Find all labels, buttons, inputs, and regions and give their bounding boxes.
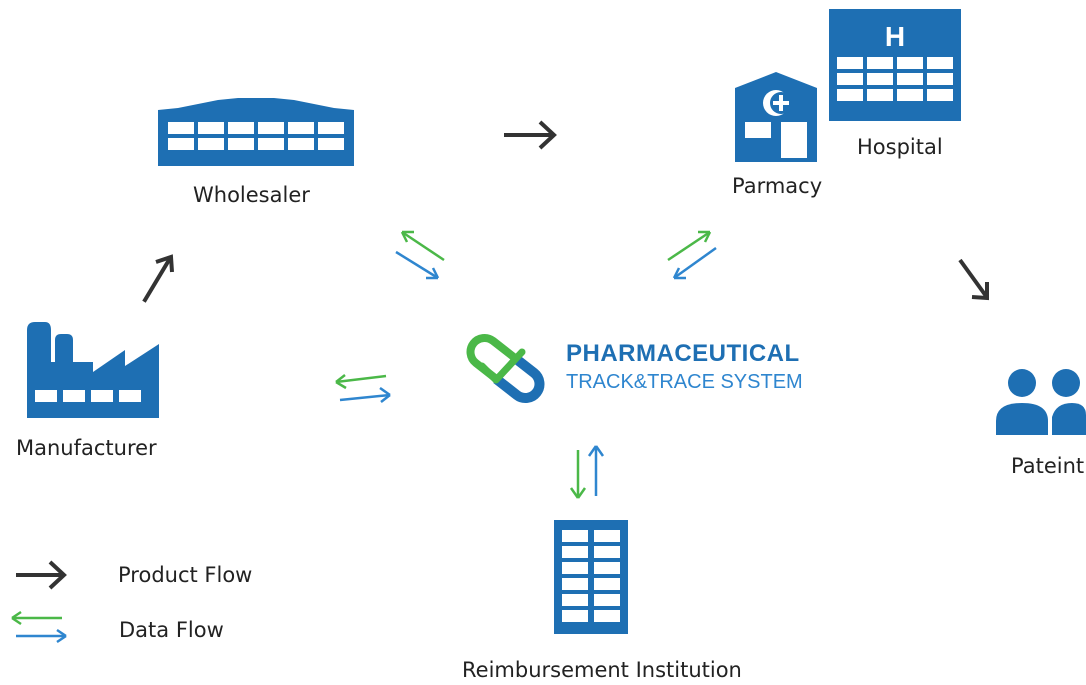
system-subtitle: TRACK&TRACE SYSTEM (566, 371, 803, 393)
product-flow-arrow-manufacturer-wholesaler (139, 252, 179, 306)
manufacturer-label: Manufacturer (16, 436, 157, 460)
warehouse-icon (158, 98, 354, 166)
wholesaler-label: Wholesaler (193, 183, 310, 207)
pharmacy-icon (735, 72, 817, 162)
system-title: PHARMACEUTICAL (566, 340, 800, 367)
legend-product-flow-label: Product Flow (118, 563, 253, 587)
capsule-logo-icon (462, 332, 548, 404)
data-flow-arrow-pharmacy (664, 226, 724, 286)
hospital-icon-letter: H (885, 21, 905, 52)
hospital-icon: H (829, 9, 961, 121)
factory-icon (27, 322, 159, 418)
office-building-icon (554, 520, 628, 634)
reimbursement-label: Reimbursement Institution (462, 658, 742, 682)
data-flow-arrow-manufacturer (330, 370, 396, 406)
people-icon (996, 367, 1086, 437)
hospital-label: Hospital (857, 135, 943, 159)
patient-label: Pateint (1011, 454, 1085, 478)
legend-data-flow-label: Data Flow (119, 618, 224, 642)
product-flow-arrow-wholesaler-pharmacy (502, 118, 560, 152)
legend-product-flow-arrow (14, 558, 70, 592)
pharmacy-label: Parmacy (732, 174, 823, 198)
data-flow-arrow-wholesaler (390, 224, 450, 284)
legend-data-flow-arrow (6, 610, 72, 646)
product-flow-arrow-pharmacy-patient (954, 254, 994, 304)
data-flow-arrow-reimbursement (566, 442, 608, 504)
